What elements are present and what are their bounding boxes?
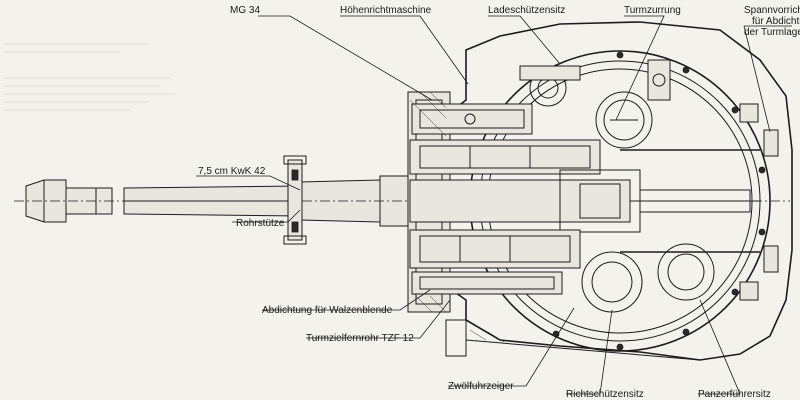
label-hoehenrichtmaschine: Höhenrichtmaschine	[340, 5, 432, 16]
crew-seats	[581, 59, 715, 313]
label-panzerfuehrersitz: Panzerführersitz	[698, 389, 771, 400]
label-spannvorrichtung-line3: der Turmlager	[744, 27, 800, 38]
page-bleed-through	[4, 43, 175, 111]
label-mg34: MG 34	[230, 5, 260, 16]
label-kwk42: 7,5 cm KwK 42	[198, 166, 266, 177]
gun-breech	[409, 65, 760, 295]
label-richtschuetzensitz: Richtschützensitz	[566, 389, 644, 400]
label-spannvorrichtung-line2: für Abdichtun	[752, 16, 800, 27]
section-hatching	[409, 91, 505, 343]
turret-ring-bearings	[552, 51, 766, 351]
label-spannvorrichtung-line1: Spannvorrichtu	[744, 5, 800, 16]
label-ladeschuetzensitz: Ladeschützensitz	[488, 5, 565, 16]
label-turmzielfernrohr: Turmzielfernrohr TZF 12	[306, 333, 414, 344]
barrel-travel-support	[283, 155, 307, 245]
labels: MG 34 Höhenrichtmaschine Ladeschützensit…	[198, 5, 800, 400]
gun-barrel	[14, 155, 790, 245]
label-rohrstuetze: Rohrstütze	[236, 218, 285, 229]
label-turmzurrung: Turmzurrung	[624, 5, 681, 16]
leader-lines	[196, 15, 792, 395]
label-abdichtung-walzenblende: Abdichtung für Walzenblende	[262, 305, 393, 316]
label-zwoelfuhrzeiger: Zwölfuhrzeiger	[448, 381, 514, 392]
